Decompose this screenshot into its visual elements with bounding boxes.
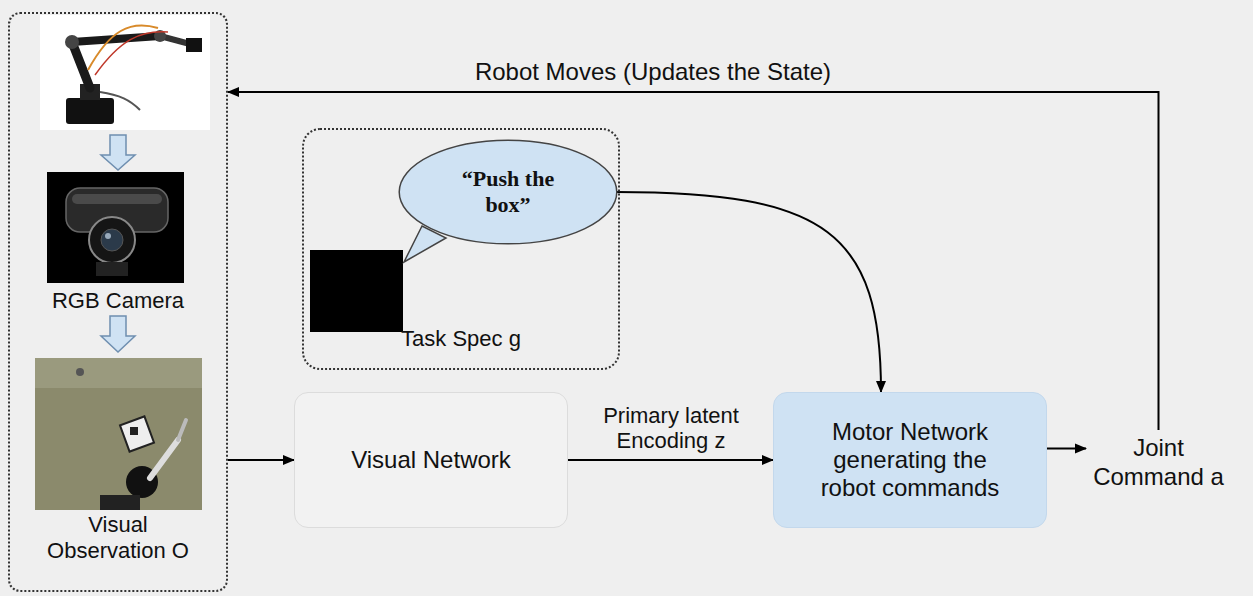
- robot-arm: [65, 25, 202, 124]
- observation-scene: [35, 358, 202, 510]
- caption-text: RGB Camera: [18, 288, 218, 314]
- down-arrow: [101, 135, 135, 170]
- robot-photo: [40, 15, 210, 130]
- node-text: “Push the box”: [448, 166, 568, 217]
- down-arrow: [101, 316, 135, 352]
- edge-label: Primary latent Encoding z: [571, 403, 771, 454]
- caption-text: Visual Observation O: [28, 512, 208, 565]
- connector-arrow: [1047, 447, 1086, 449]
- camera-photo: [47, 172, 184, 283]
- task-group: Task Spec g “Push the box”: [302, 128, 620, 370]
- process-box: Motor Network generating the robot comma…: [773, 392, 1047, 528]
- edge-label: Robot Moves (Updates the State): [473, 58, 833, 86]
- node-text: Joint Command a: [1091, 434, 1226, 490]
- connector-arrow: [616, 192, 881, 392]
- speaker-icon: [310, 250, 403, 332]
- sensor-group: RGB CameraVisual Observation O: [8, 12, 228, 592]
- caption-text: Task Spec g: [344, 326, 578, 352]
- process-box: Visual Network: [294, 392, 568, 528]
- node-text: Motor Network generating the robot comma…: [805, 418, 1015, 502]
- bubble-ellipse: [399, 140, 617, 244]
- connector-arrow: [228, 459, 294, 461]
- node-text: Visual Network: [351, 446, 511, 474]
- output-label: Joint Command a: [1086, 430, 1231, 495]
- camera-icon: [66, 188, 168, 276]
- connector-arrow: [568, 459, 773, 461]
- speech-bubble: “Push the box”: [397, 138, 619, 246]
- connector-arrow: [228, 92, 1159, 430]
- observation-photo: [35, 358, 202, 510]
